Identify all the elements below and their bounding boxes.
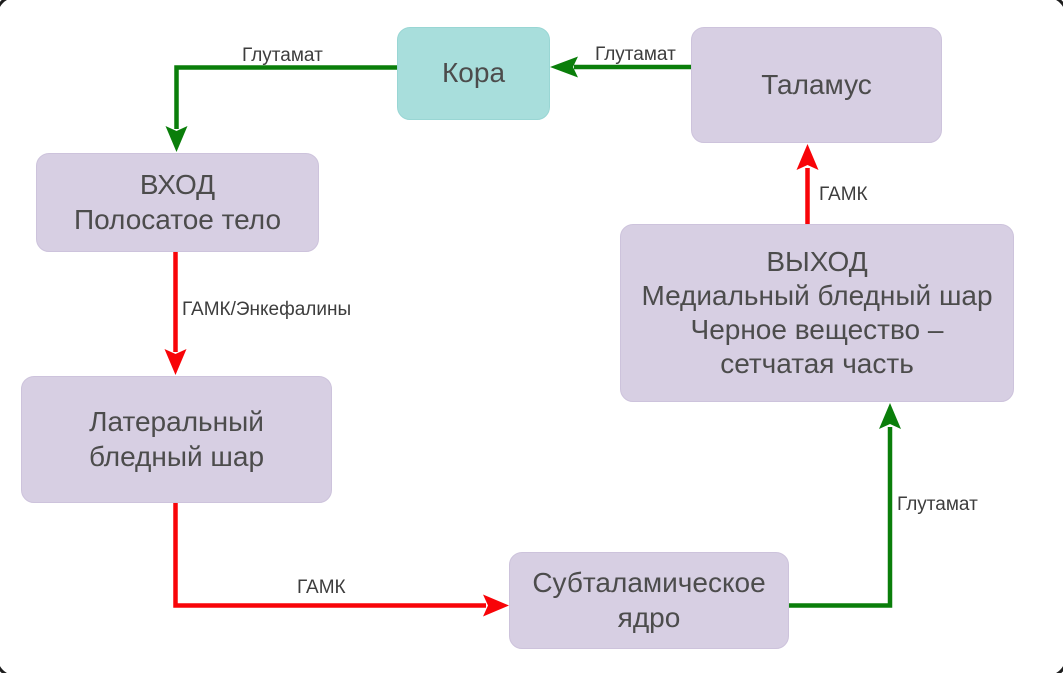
- node-lateral-line2: бледный шар: [88, 440, 265, 472]
- arrow-vyhod-to-talamus: [796, 144, 819, 224]
- arrowhead-up-icon: [879, 403, 901, 429]
- edge-label-gamk-enkefaliny: ГАМК/Энкефалины: [182, 299, 352, 320]
- node-subtalam: Субталамическое ядро: [509, 552, 789, 649]
- node-vhod: ВХОД Полосатое тело: [36, 153, 319, 252]
- arrowhead-right-icon: [483, 594, 509, 617]
- arrowhead-down-icon: [164, 349, 187, 375]
- arrow-talamus-to-kora: [550, 56, 691, 78]
- arrowhead-down-icon: [165, 126, 188, 152]
- node-lateral-line1: Латеральный: [89, 406, 264, 438]
- node-subtalam-line2: ядро: [617, 601, 681, 633]
- edge-label-gamk-lateral-subtalam: ГАМК: [297, 577, 346, 598]
- arrowhead-up-icon: [796, 144, 819, 170]
- node-vyhod-line3: Черное вещество –: [690, 314, 944, 345]
- arrowhead-left-icon: [550, 56, 578, 78]
- node-kora: Кора: [397, 27, 550, 120]
- arrow-lateral-to-subtalam: [173, 503, 509, 617]
- edge-label-glutamat-subtalam-vyhod: Глутамат: [897, 494, 978, 515]
- node-vyhod: ВЫХОД Медиальный бледный шар Черное веще…: [620, 224, 1014, 402]
- node-talamus-label: Таламус: [761, 68, 872, 100]
- edge-label-glutamat-talamus-kora: Глутамат: [595, 44, 676, 65]
- node-vyhod-line2: Медиальный бледный шар: [641, 279, 993, 311]
- arrow-vhod-to-lateral: [164, 252, 187, 375]
- arrow-kora-to-vhod: [165, 65, 397, 152]
- node-talamus: Таламус: [691, 27, 942, 143]
- edge-label-glutamat-kora-vhod: Глутамат: [242, 45, 323, 66]
- node-lateral: Латеральный бледный шар: [21, 376, 332, 503]
- node-kora-label: Кора: [441, 57, 506, 89]
- node-vyhod-line4: сетчатая часть: [720, 348, 914, 380]
- node-subtalam-line1: Субталамическое: [532, 567, 766, 599]
- edge-label-gamk-vyhod-talamus: ГАМК: [819, 184, 868, 205]
- node-vyhod-line1: ВЫХОД: [766, 245, 868, 277]
- arrow-subtalam-to-vyhod: [789, 403, 901, 608]
- node-vhod-line1: ВХОД: [139, 169, 216, 201]
- node-vhod-line2: Полосатое тело: [73, 203, 282, 235]
